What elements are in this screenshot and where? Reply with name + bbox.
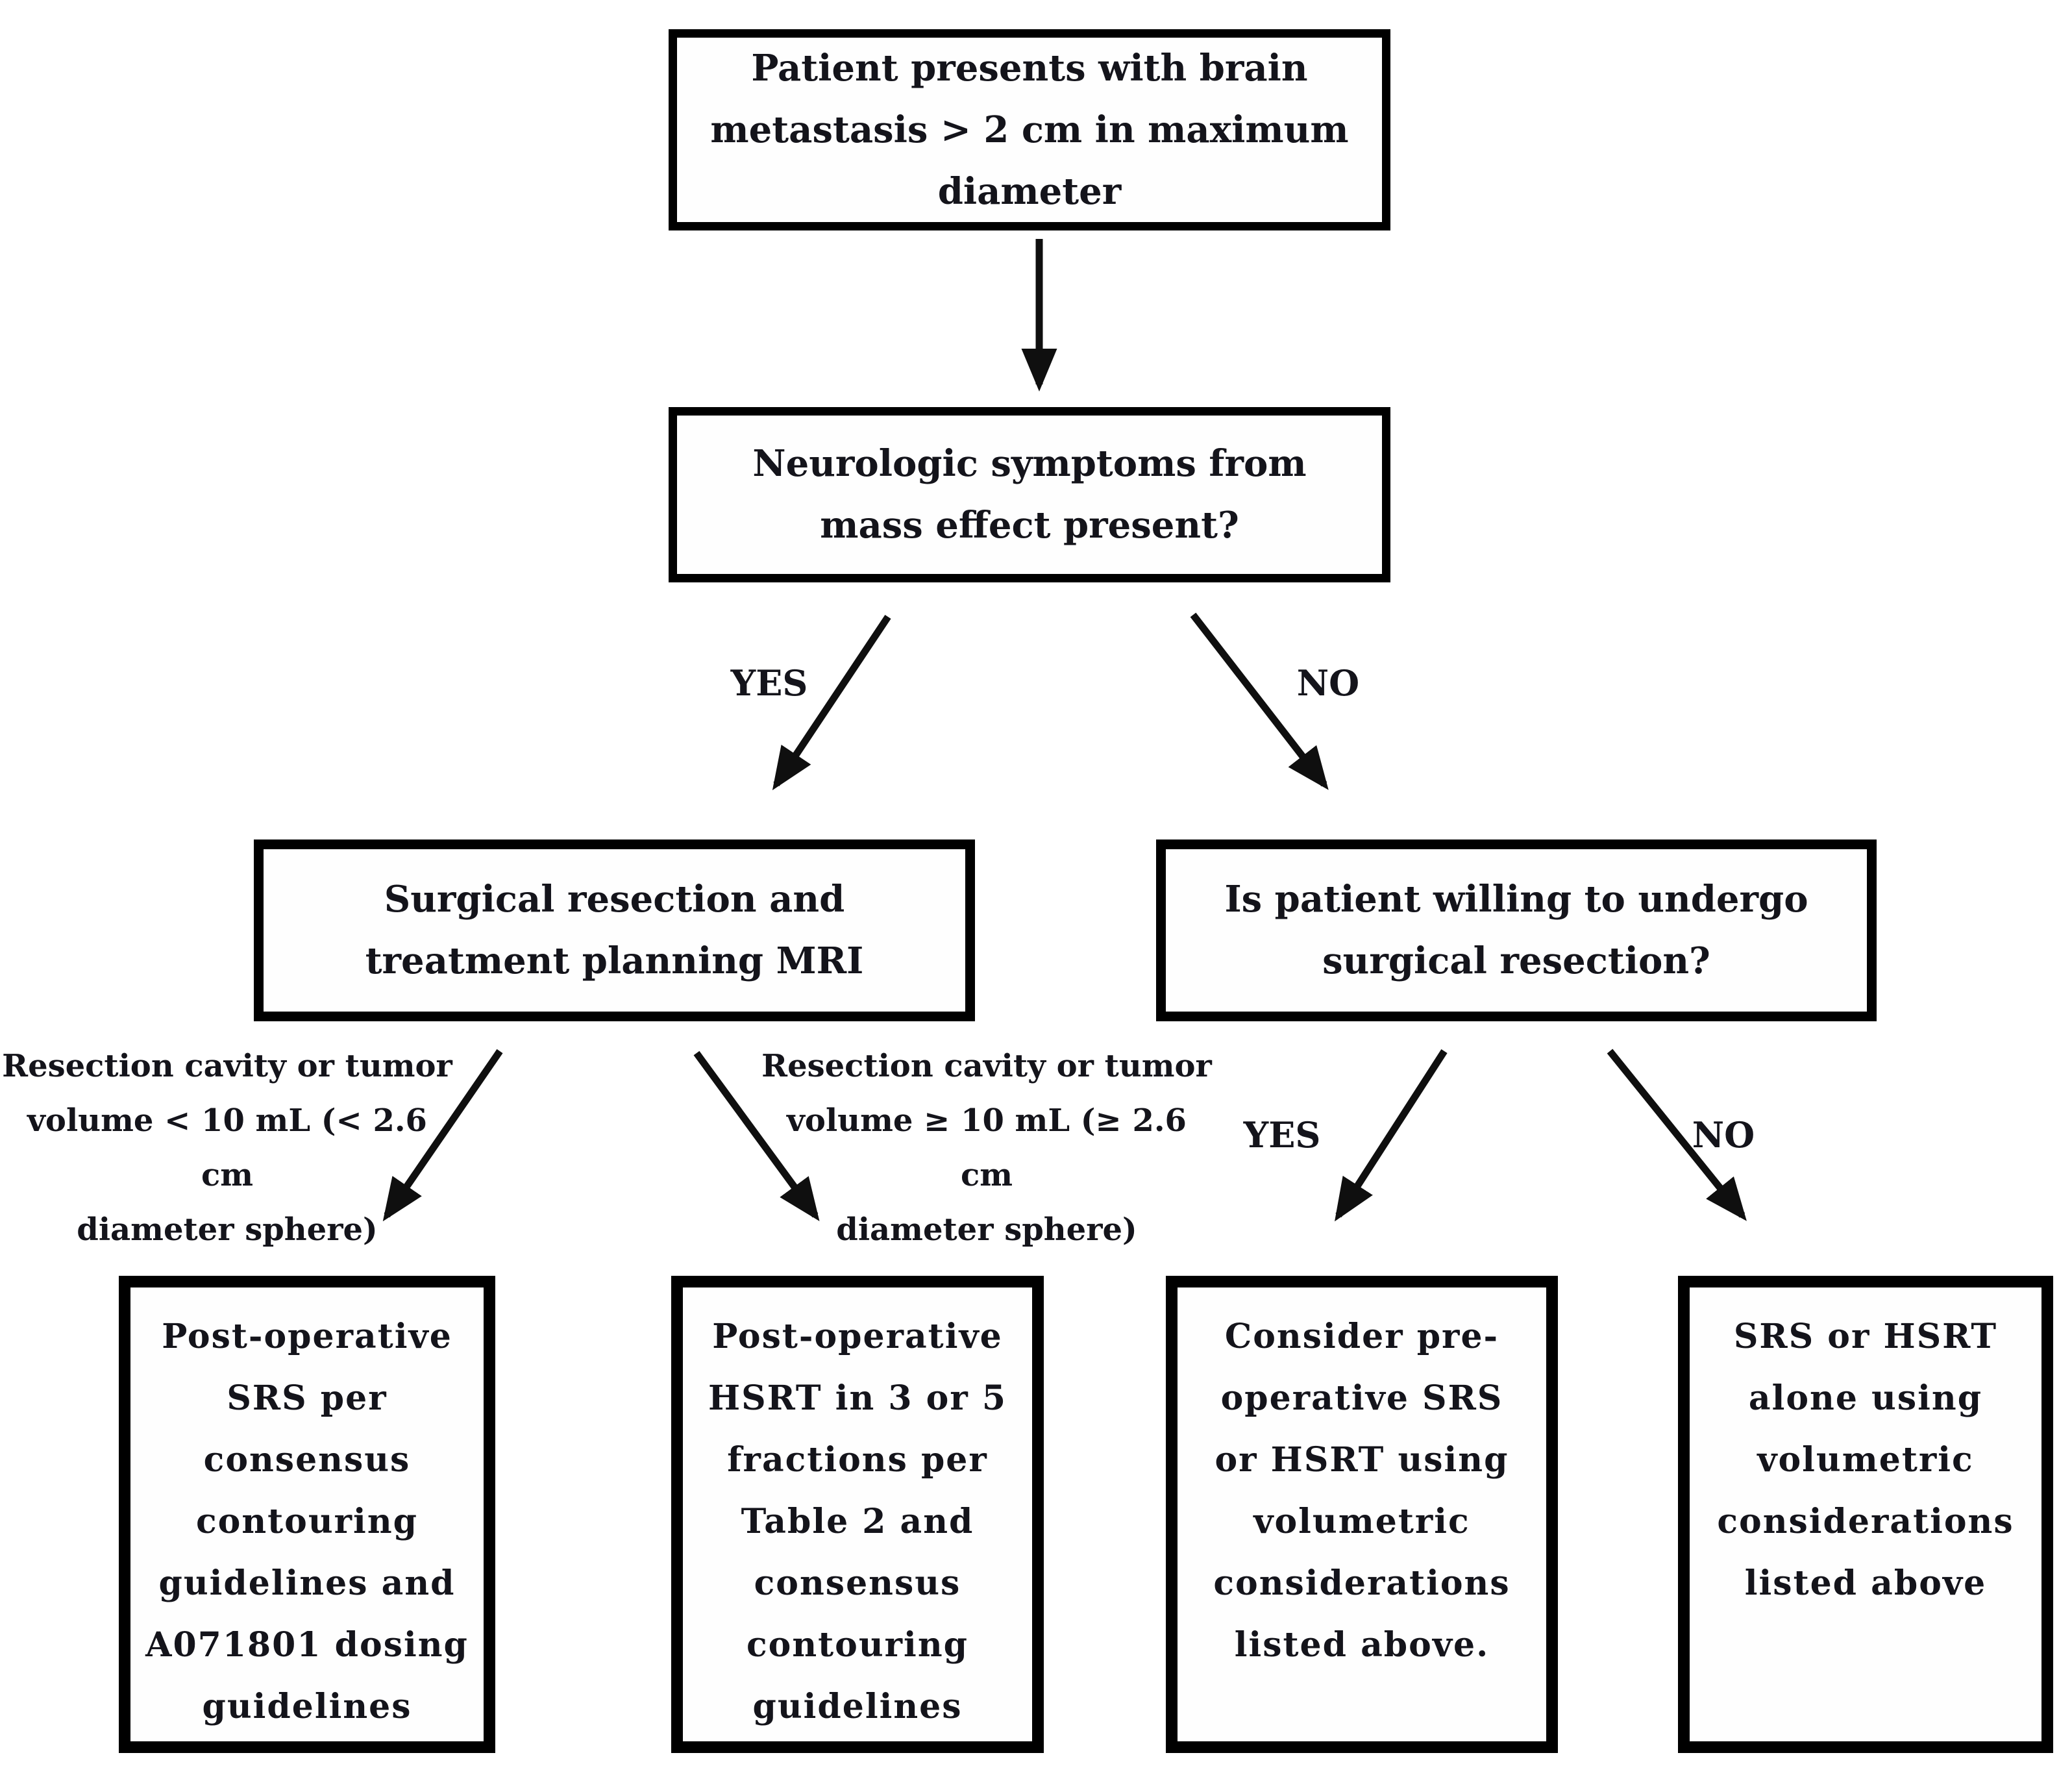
node-srs-hsrt-alone: SRS or HSRT alone using volumetric consi…: [1678, 1276, 2053, 1753]
node-willing-question: Is patient willing to undergo surgical r…: [1156, 839, 1877, 1021]
node-postop-srs: Post-operative SRS per consensus contour…: [119, 1276, 495, 1753]
node-surgical-resection: Surgical resection and treatment plannin…: [254, 839, 975, 1021]
edge-label-volume-large: Resection cavity or tumor volume ≥ 10 mL…: [761, 1048, 1212, 1248]
edge-label-symptoms-no: NO: [1296, 662, 1360, 704]
edge-label-willing-no: NO: [1692, 1114, 1755, 1156]
node-postop-hsrt: Post-operative HSRT in 3 or 5 fractions …: [671, 1276, 1044, 1753]
node-preop-srs-hsrt: Consider pre- operative SRS or HSRT usin…: [1166, 1276, 1558, 1753]
node-symptoms-question: Neurologic symptoms from mass effect pre…: [669, 407, 1390, 582]
edge-label-volume-small: Resection cavity or tumor volume < 10 mL…: [2, 1048, 452, 1248]
edge-label-symptoms-yes: YES: [730, 662, 808, 704]
edge-label-willing-yes: YES: [1243, 1114, 1321, 1156]
arrow-willing-yes: [1335, 1049, 1448, 1222]
node-start: Patient presents with brain metastasis >…: [669, 29, 1390, 230]
